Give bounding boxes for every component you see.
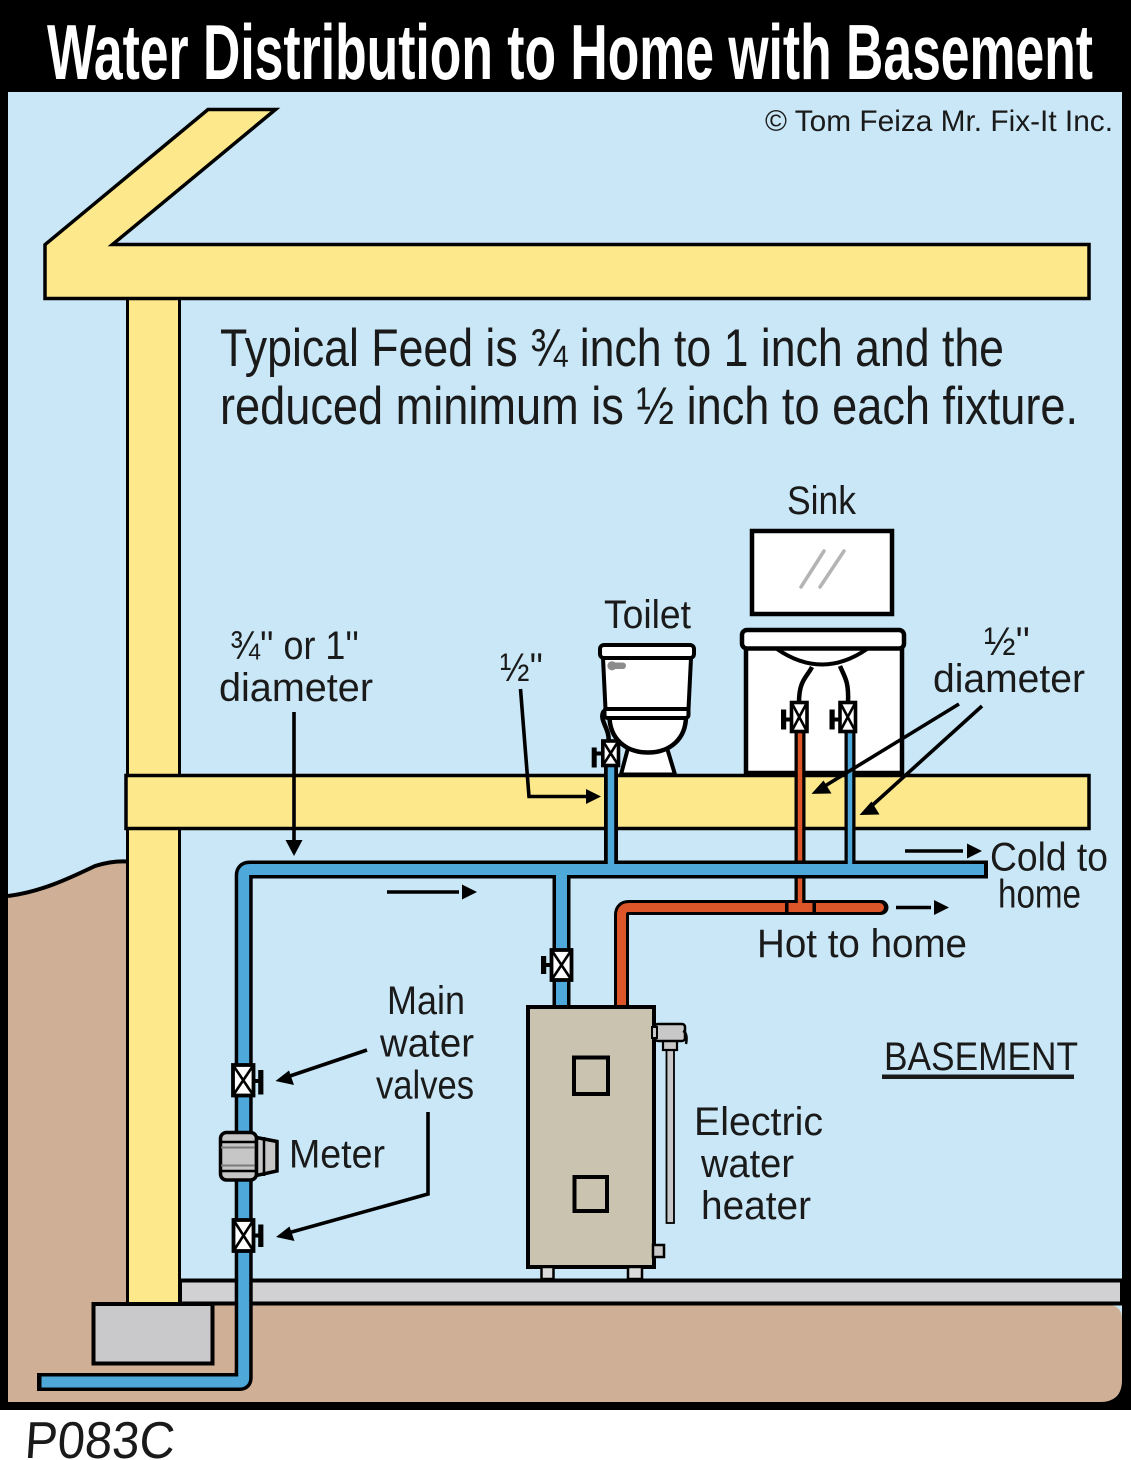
- svg-text:½'': ½'': [500, 646, 543, 690]
- svg-text:Hot to home: Hot to home: [757, 922, 967, 966]
- svg-text:diameter: diameter: [219, 666, 373, 710]
- svg-text:Meter: Meter: [289, 1133, 385, 1177]
- svg-text:home: home: [998, 873, 1081, 917]
- svg-text:Electric: Electric: [694, 1100, 823, 1144]
- svg-text:Cold to: Cold to: [990, 836, 1108, 880]
- svg-text:reduced minimum is ½ inch to e: reduced minimum is ½ inch to each fixtur…: [220, 377, 1078, 436]
- svg-text:water: water: [379, 1022, 474, 1066]
- svg-text:Main: Main: [387, 979, 465, 1023]
- svg-text:BASEMENT: BASEMENT: [884, 1035, 1078, 1079]
- svg-text:© Tom Feiza Mr. Fix-It Inc.: © Tom Feiza Mr. Fix-It Inc.: [765, 105, 1113, 138]
- svg-text:¾'' or 1'': ¾'' or 1'': [230, 624, 359, 668]
- svg-text:Typical Feed is ¾ inch to 1 in: Typical Feed is ¾ inch to 1 inch and the: [220, 319, 1004, 378]
- svg-text:heater: heater: [701, 1184, 811, 1228]
- svg-text:diameter: diameter: [933, 657, 1085, 701]
- svg-text:½'': ½'': [984, 620, 1030, 664]
- svg-text:water: water: [700, 1142, 794, 1186]
- svg-text:Toilet: Toilet: [604, 593, 691, 637]
- svg-text:Water Distribution to Home wit: Water Distribution to Home with Basement: [47, 8, 1093, 96]
- svg-text:valves: valves: [376, 1064, 474, 1108]
- svg-text:Sink: Sink: [787, 479, 857, 523]
- svg-text:P083C: P083C: [23, 1412, 177, 1460]
